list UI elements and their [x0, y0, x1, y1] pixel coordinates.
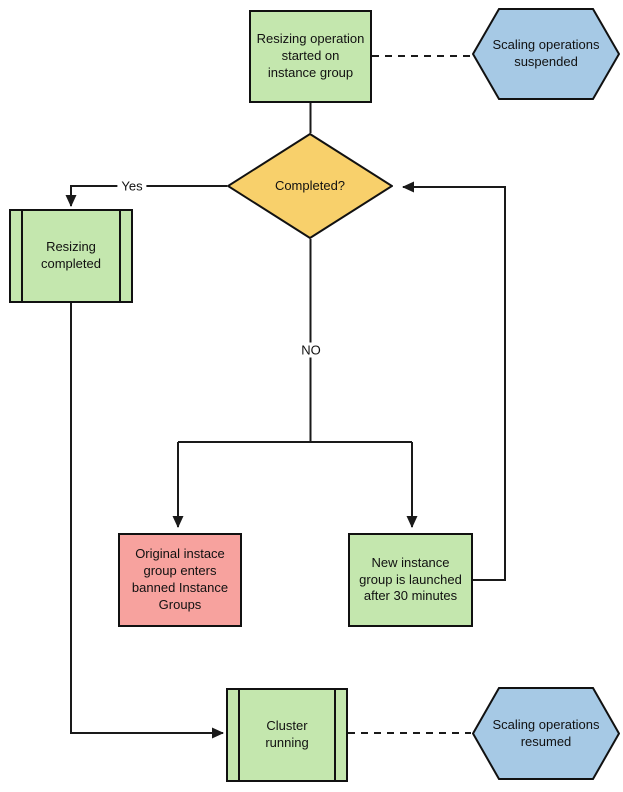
node-label: Completed? — [274, 177, 346, 193]
edge-resizing-completed-to-cluster — [70, 303, 224, 739]
diamond-shape — [227, 133, 393, 239]
predefined-process-bar — [238, 690, 240, 780]
edge-label-yes: Yes — [117, 178, 147, 194]
node-cluster-running: Cluster running — [226, 688, 348, 782]
edge-label-no: NO — [297, 342, 325, 358]
node-label: Scaling operations suspended — [492, 37, 600, 69]
edge-yes-to-resizing-completed — [65, 185, 227, 207]
node-label: Original instace group enters banned Ins… — [131, 546, 229, 612]
node-label: New instance group is launched after 30 … — [359, 554, 462, 604]
node-banned-instance-groups: Original instace group enters banned Ins… — [118, 533, 242, 627]
predefined-process-bar — [119, 211, 121, 301]
node-resizing-operation-started: Resizing operation started on instance g… — [249, 10, 372, 103]
node-label: Scaling operations resumed — [492, 716, 600, 749]
node-label: Resizing operation started on instance g… — [256, 31, 365, 80]
node-new-instance-group-launched: New instance group is launched after 30 … — [348, 533, 473, 627]
node-resizing-completed: Resizing completed — [9, 209, 133, 303]
node-label: Resizing completed — [41, 239, 101, 271]
predefined-process-bar — [334, 690, 336, 780]
edge-new-group-feedback-to-decision — [402, 181, 506, 581]
hexagon-shape — [472, 687, 620, 780]
node-scaling-operations-suspended: Scaling operations suspended — [472, 8, 620, 100]
predefined-process-bar — [21, 211, 23, 301]
hexagon-shape — [472, 8, 620, 100]
node-label: Cluster running — [265, 718, 309, 750]
node-completed-decision: Completed? — [227, 133, 393, 239]
node-scaling-operations-resumed: Scaling operations resumed — [472, 687, 620, 780]
